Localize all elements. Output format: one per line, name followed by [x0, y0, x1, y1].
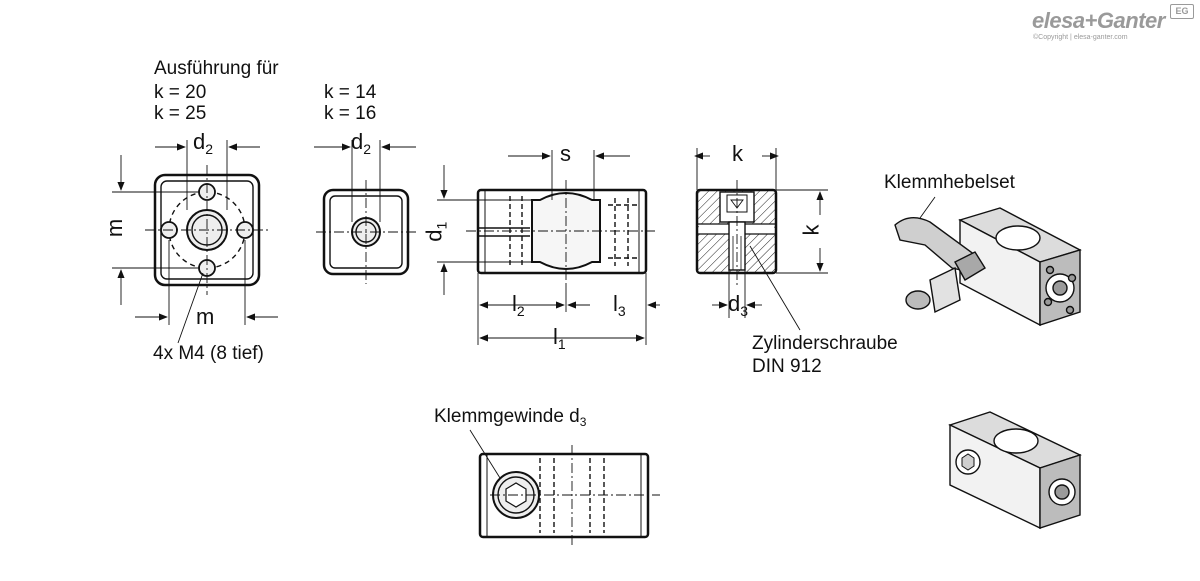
dim-d2-small: d2: [351, 129, 372, 158]
brand-badge: EG: [1170, 4, 1194, 19]
section-view: [694, 148, 828, 331]
k14-label: k = 14: [324, 82, 377, 103]
version-for-label: Ausführung für: [154, 58, 279, 79]
lever-set-label: Klemmhebelset: [884, 172, 1015, 193]
brand-logo: elesa+Ganter: [1032, 8, 1165, 33]
clamp-thread-label: Klemmgewinde d3: [434, 406, 587, 429]
front-view-k14-k16: [314, 140, 416, 284]
k20-label: k = 20: [154, 82, 207, 103]
dim-k-top: k: [732, 141, 743, 166]
dim-l3: l3: [613, 291, 626, 320]
dim-m-horizontal: m: [196, 304, 215, 329]
front-view-k20-k25: [112, 140, 278, 344]
dim-d1: d1: [421, 221, 450, 242]
dim-d2-large: d2: [193, 129, 214, 158]
screw-label-line1: Zylinderschraube: [752, 333, 898, 354]
dim-l1: l1: [553, 324, 566, 353]
dim-k-side: k: [798, 224, 824, 236]
thread-holes-label: 4x M4 (8 tief): [153, 343, 264, 364]
dim-m-vertical: m: [102, 218, 128, 238]
render-plain: [948, 411, 1082, 530]
k25-label: k = 25: [154, 103, 207, 124]
bottom-view: [469, 429, 660, 545]
dim-s: s: [560, 141, 571, 166]
screw-label-line2: DIN 912: [752, 356, 822, 377]
k16-label: k = 16: [324, 103, 377, 124]
dim-l2: l2: [512, 291, 525, 320]
render-with-lever: [894, 196, 1082, 327]
side-view-split: [437, 150, 660, 345]
copyright-text: ©Copyright | elesa-ganter.com: [1033, 34, 1128, 41]
dim-d3: d3: [728, 291, 749, 320]
